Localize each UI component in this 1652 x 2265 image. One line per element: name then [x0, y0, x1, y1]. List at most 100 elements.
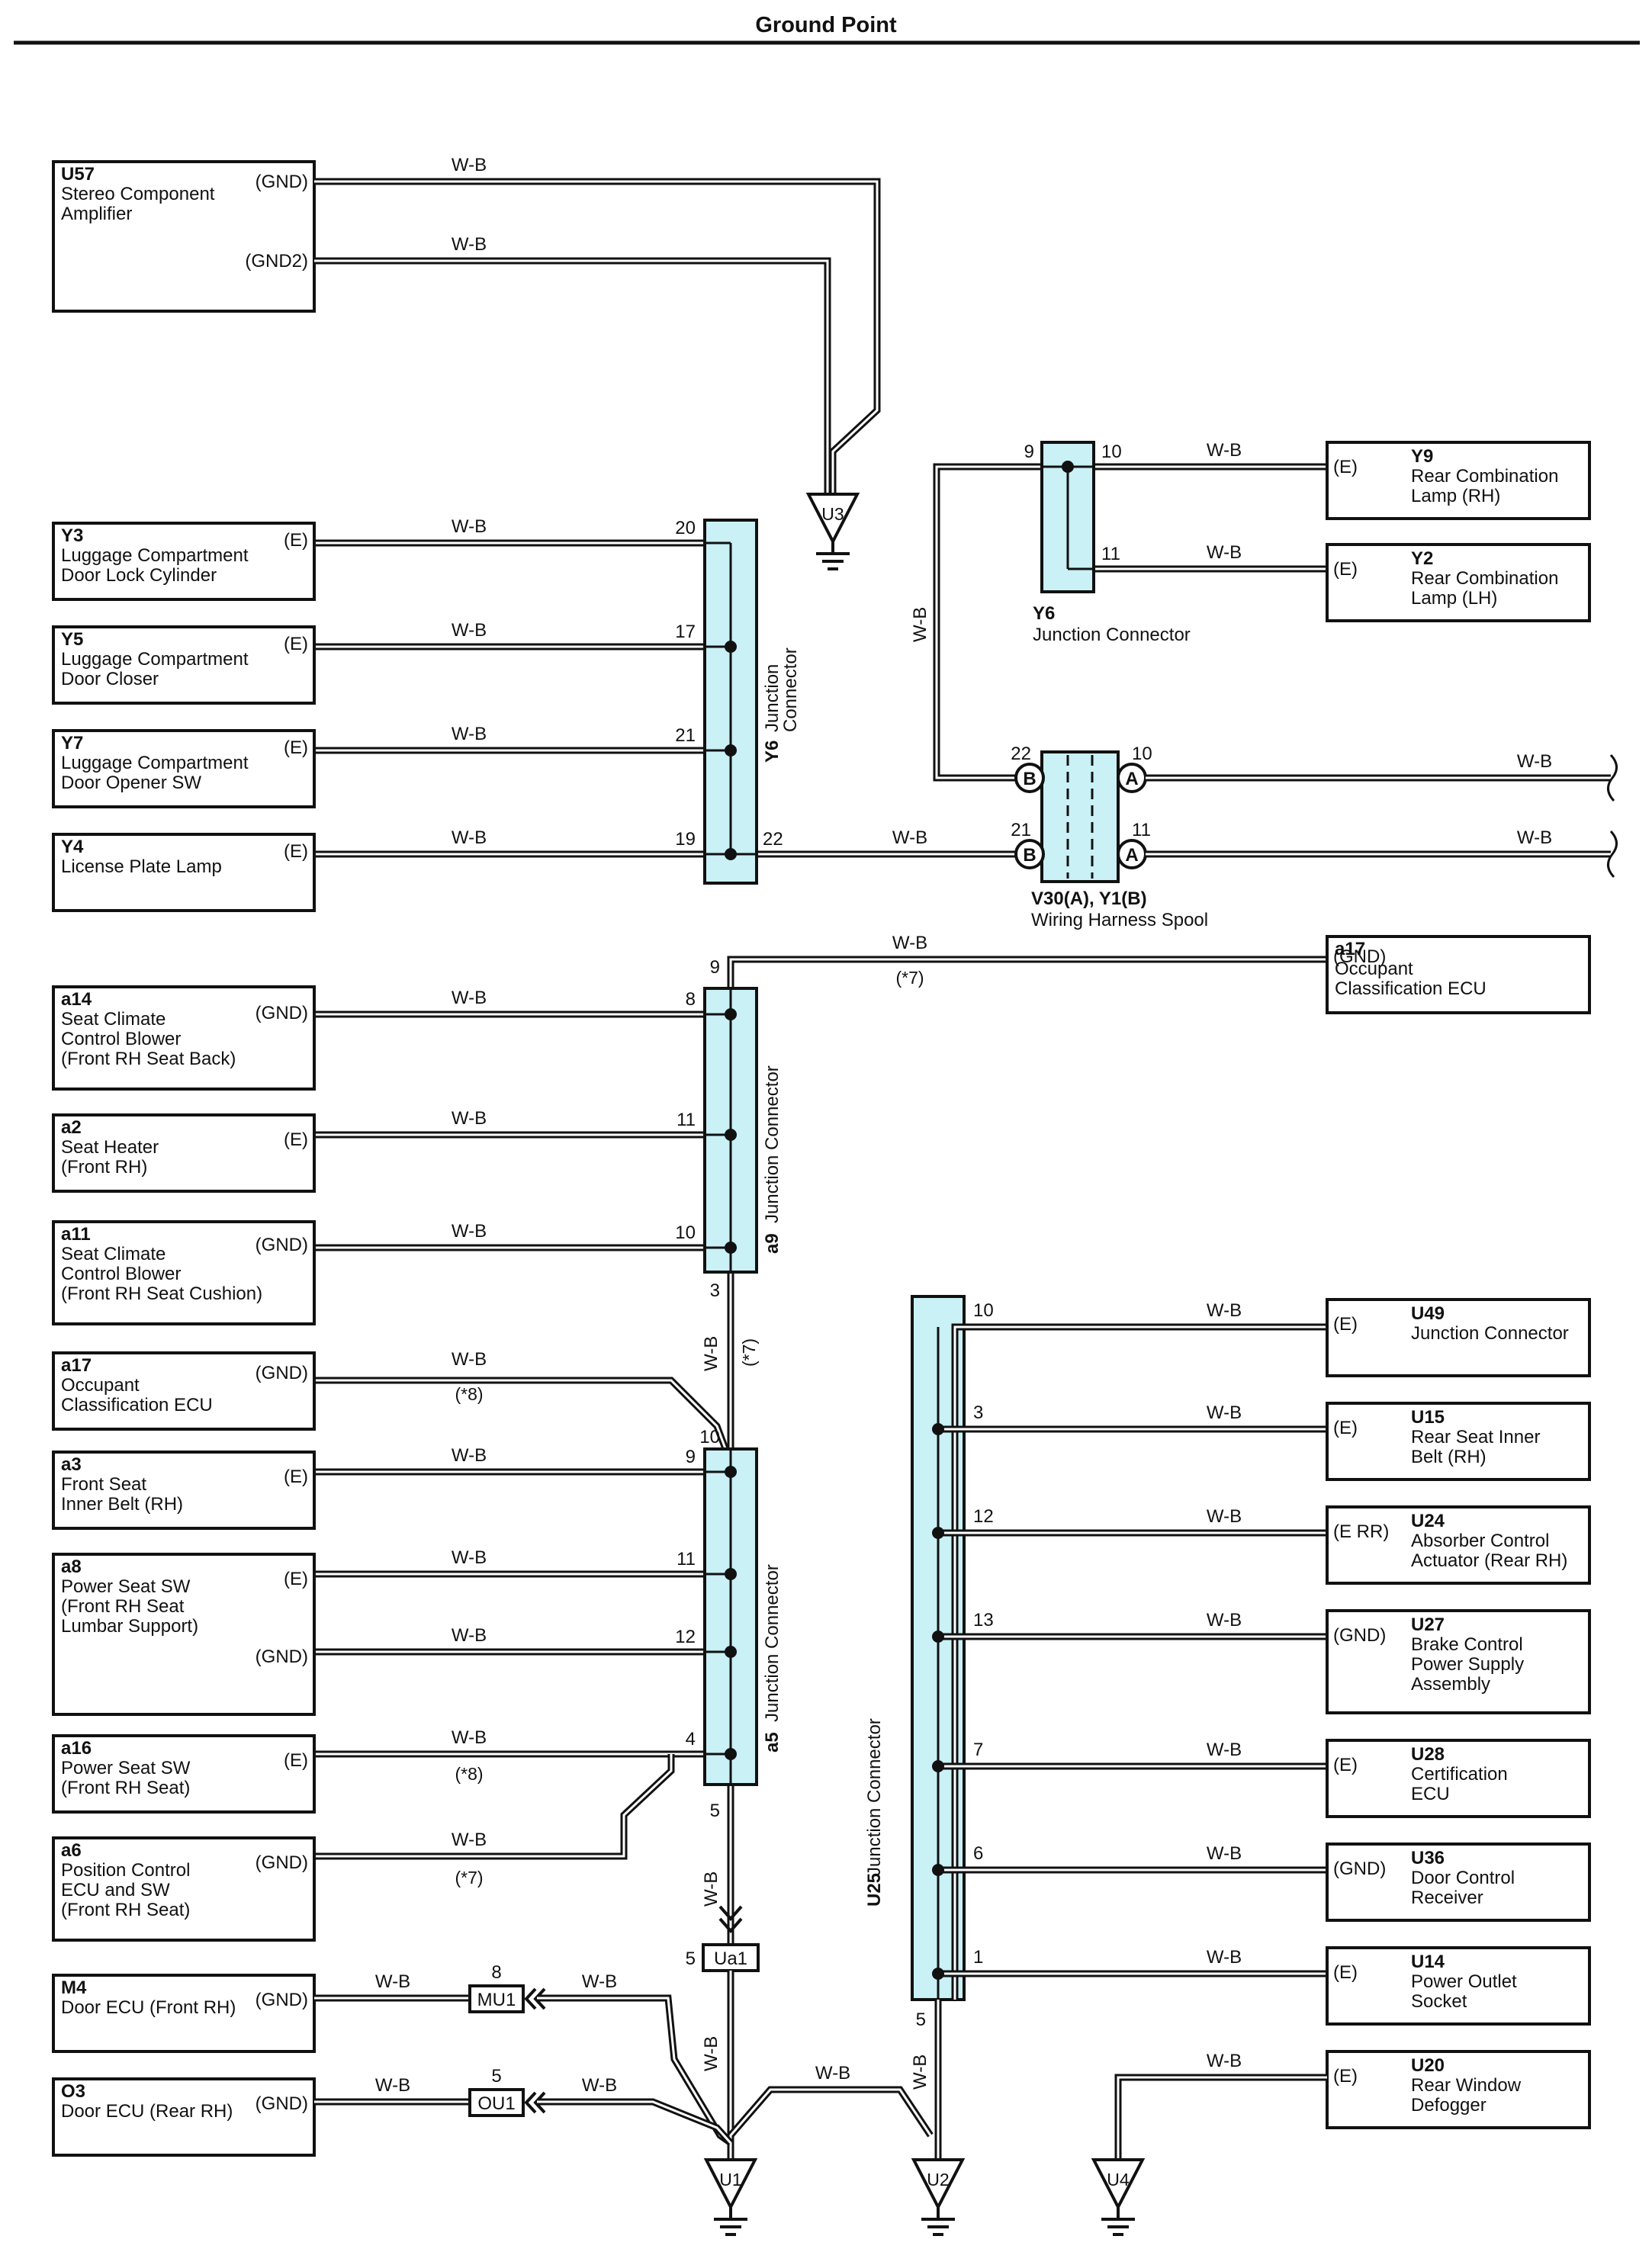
pin-number: 11: [677, 1110, 696, 1130]
component-name: Actuator (Rear RH): [1411, 1550, 1567, 1571]
wire-color-label: W-B: [1517, 827, 1552, 848]
component-name: Door ECU (Front RH): [61, 1997, 236, 2018]
component-name: Door Opener SW: [61, 773, 201, 793]
terminal-label: (E): [1333, 1314, 1358, 1335]
splice-dot: [932, 1630, 944, 1643]
terminal-label: (GND): [256, 1363, 308, 1383]
pin-number: 5: [916, 2010, 926, 2030]
wire-color-label: W-B: [815, 2063, 850, 2083]
component-name: Luggage Compartment: [61, 545, 249, 566]
component-name: Rear Window: [1411, 2075, 1522, 2096]
pin-number: 5: [491, 2066, 501, 2087]
terminal-label: (E): [284, 1467, 308, 1487]
pin-number: 3: [710, 1280, 720, 1301]
component-code: Y2: [1411, 548, 1433, 569]
wire-o3-u1: [537, 2098, 734, 2146]
pin-number: 8: [686, 989, 696, 1010]
wire-color-label: W-B: [452, 1445, 487, 1466]
wire-color-label: W-B: [452, 234, 487, 255]
wire-color-label: W-B: [452, 1625, 487, 1646]
wire-y6-spool: [933, 463, 1045, 782]
terminal-label: (E): [284, 1129, 308, 1150]
component-name: Luggage Compartment: [61, 649, 249, 670]
component-name: Control Blower: [61, 1029, 181, 1049]
component-name: Occupant: [61, 1375, 140, 1396]
component-name: Control Blower: [61, 1264, 181, 1284]
component-code: Y5: [61, 629, 83, 650]
spool-label: Wiring Harness Spool: [1031, 910, 1208, 930]
junction-code: a5: [762, 1732, 783, 1753]
component-name: Front Seat: [61, 1474, 146, 1495]
component-name: Seat Heater: [61, 1137, 159, 1158]
wire-break: [1607, 753, 1618, 802]
component-name: Luggage Compartment: [61, 753, 249, 773]
component-name: Rear Combination: [1411, 466, 1558, 487]
splice-dot: [725, 744, 737, 757]
terminal-label: (GND): [256, 1990, 308, 2010]
component-code: Y3: [61, 525, 83, 546]
component-name: Inner Belt (RH): [61, 1494, 183, 1515]
wire-color-label: W-B: [452, 1108, 487, 1129]
component-code: Y9: [1411, 446, 1433, 467]
component-name: Seat Climate: [61, 1244, 166, 1264]
component-name: License Plate Lamp: [61, 856, 222, 877]
component-name: Classification ECU: [1335, 978, 1486, 999]
wire-color-label: W-B: [1207, 1610, 1242, 1630]
component-name: (Front RH Seat Cushion): [61, 1284, 262, 1304]
component-code: M4: [61, 1977, 87, 1998]
pin-number: 17: [675, 622, 696, 642]
terminal-label: (GND): [1333, 1859, 1386, 1879]
terminal-label: (E): [284, 1750, 308, 1771]
junction-label: Junction: [762, 664, 783, 732]
wire-color-label: W-B: [452, 1727, 487, 1748]
note-label: (*8): [455, 1384, 483, 1404]
terminal-label: (GND): [256, 1003, 308, 1023]
splice-dot: [932, 1527, 944, 1539]
wire-color-label: W-B: [1207, 1740, 1242, 1760]
terminal-label: (GND2): [245, 251, 308, 271]
inline-connector-code: OU1: [477, 2093, 515, 2114]
pin-number: 21: [1011, 820, 1031, 840]
splice-dot: [725, 1646, 737, 1658]
note-label: (*7): [739, 1338, 759, 1367]
note-label: (*8): [455, 1764, 483, 1784]
wire-color-label: W-B: [452, 516, 487, 537]
component-name: Lamp (RH): [1411, 486, 1500, 506]
splice-dot: [1062, 461, 1074, 473]
splice-dot: [725, 1129, 737, 1141]
splice-dot: [932, 1864, 944, 1876]
wire-color-label: W-B: [452, 1830, 487, 1850]
terminal-label: (GND): [256, 2093, 308, 2114]
wire-a17-upper: [727, 956, 1327, 1014]
component-code: U57: [61, 164, 95, 185]
wire-color-label: W-B: [375, 2075, 410, 2096]
splice-dot: [725, 1008, 737, 1020]
spool-code: V30(A), Y1(B): [1031, 888, 1147, 909]
ground-label: U1: [719, 2170, 741, 2190]
wire-color-label: W-B: [452, 620, 487, 641]
component-name: Brake Control: [1411, 1634, 1523, 1655]
inline-connector-code: Ua1: [714, 1949, 747, 1969]
ground-label: U4: [1107, 2170, 1130, 2190]
terminal-label: (E): [284, 737, 308, 758]
component-name: Defogger: [1411, 2095, 1486, 2116]
wiring-harness-spool: [1040, 750, 1120, 883]
component-name: Certification: [1411, 1764, 1508, 1785]
note-label: (*7): [455, 1868, 483, 1888]
component-name: Power Seat SW: [61, 1576, 191, 1597]
pin-number: 12: [973, 1506, 994, 1527]
